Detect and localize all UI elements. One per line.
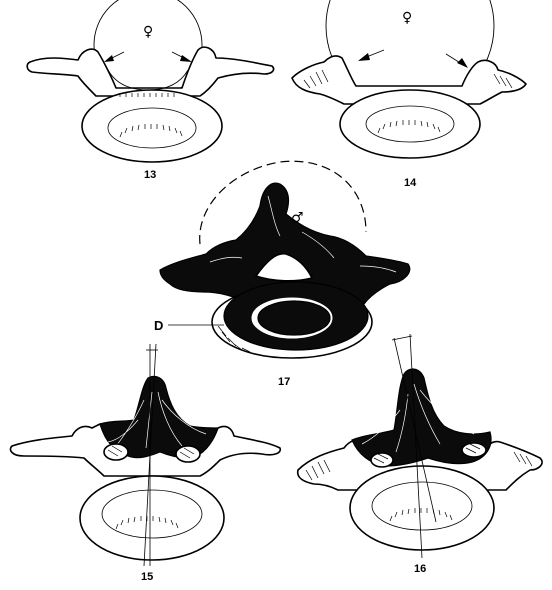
fig13-neural-arch: [27, 47, 273, 96]
fig17-body-endplate-core: [258, 301, 330, 335]
fig14-symbol: ♀: [402, 10, 412, 26]
fig16-facet-right: [462, 443, 486, 457]
fig13-label: 13: [144, 169, 156, 181]
fig13-symbol: ♀: [143, 24, 153, 40]
fig13-arrow-right-head: [180, 55, 192, 62]
fig14-arrow-right-head: [457, 58, 468, 68]
figure-16-vertebra: 16: [298, 334, 542, 575]
fig16-label: 16: [414, 563, 426, 575]
fig16-facet-left: [371, 453, 393, 467]
fig15-vertebral-body: [80, 476, 224, 560]
fig17-symbol: ♂: [291, 210, 304, 226]
fig15-facet-right: [176, 446, 200, 462]
fig15-facet-left: [104, 444, 128, 460]
figure-14-vertebra: ♀ 14: [292, 0, 526, 189]
fig15-label: 15: [141, 571, 153, 583]
fig13-canal-edge: [108, 70, 188, 90]
fig13-vertebral-body: [82, 90, 222, 162]
fig16-measure-tick: [392, 336, 412, 340]
figure-15-vertebra: 15: [11, 344, 281, 583]
fig14-label: 14: [404, 177, 417, 189]
figure-13-vertebra: ♀ 13: [27, 0, 273, 181]
fig14-vertebral-body: [340, 90, 480, 158]
fig16-vertebral-body: [350, 466, 494, 550]
fig14-arrow-left-head: [358, 53, 370, 61]
fig17-label: 17: [278, 376, 290, 388]
fig17-dimension-label: D: [154, 318, 163, 333]
fig13-arrow-left-head: [104, 55, 114, 62]
figure-17-vertebra: D ♂ 17: [154, 161, 410, 388]
